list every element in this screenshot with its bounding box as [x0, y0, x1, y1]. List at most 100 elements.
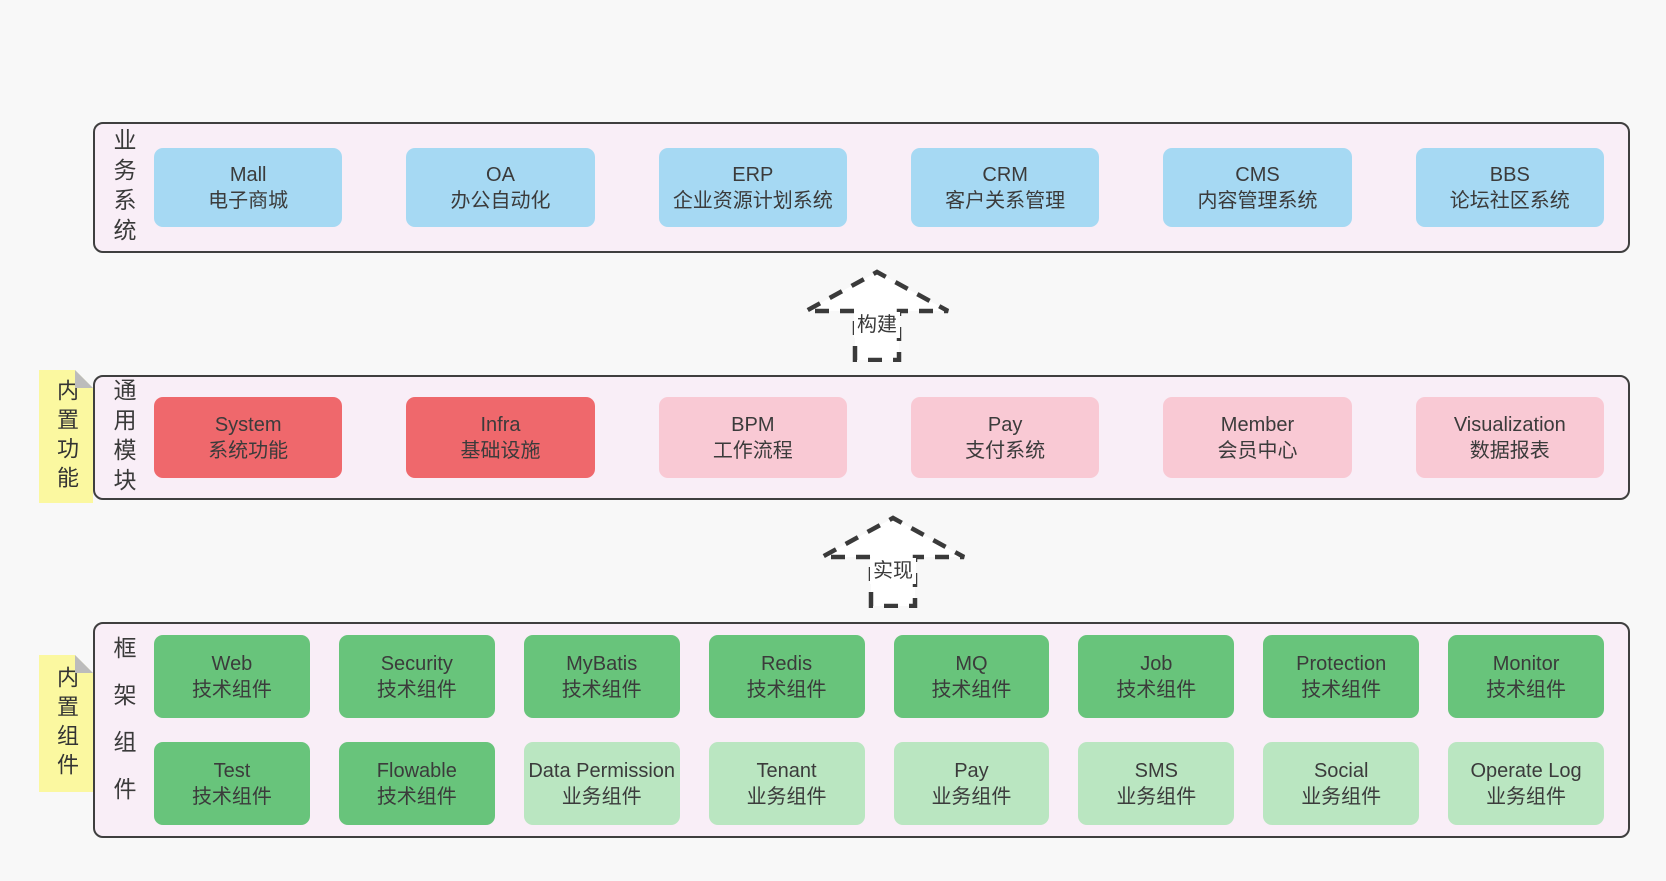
- box-title: Mall: [229, 163, 267, 186]
- box-subtitle: 技术组件: [1116, 678, 1197, 701]
- box-subtitle: 电子商城: [208, 189, 289, 212]
- box-member: Member 会员中心: [1163, 397, 1352, 478]
- band-modules-label: 通用模块: [110, 377, 136, 498]
- sticky-note-builtin-components: 内置组件: [39, 655, 93, 792]
- box-subtitle: 技术组件: [561, 678, 642, 701]
- band-common-modules: 通用模块 System 系统功能 Infra 基础设施 BPM 工作流程 Pay…: [93, 375, 1630, 500]
- arrow-implement-label: 实现: [870, 558, 916, 584]
- band-business-label: 业务系统: [110, 127, 136, 248]
- box-subtitle: 客户关系管理: [945, 189, 1066, 212]
- box-cms: CMS 内容管理系统: [1163, 148, 1352, 227]
- box-pay-module: Pay 支付系统: [910, 397, 1100, 478]
- box-bpm: BPM 工作流程: [658, 397, 847, 478]
- modules-box-row: System 系统功能 Infra 基础设施 BPM 工作流程 Pay 支付系统…: [154, 397, 1604, 478]
- box-oa: OA 办公自动化: [406, 148, 595, 227]
- box-subtitle: 数据报表: [1469, 439, 1550, 462]
- box-title: BBS: [1489, 163, 1530, 186]
- box-title: System: [214, 413, 282, 436]
- box-subtitle: 业务组件: [931, 785, 1012, 808]
- box-title: Protection: [1296, 652, 1387, 675]
- box-infra: Infra 基础设施: [406, 397, 595, 478]
- arrow-implement: 实现: [818, 512, 968, 608]
- box-title: Pay: [954, 759, 989, 782]
- box-subtitle: 论坛社区系统: [1449, 189, 1570, 212]
- box-pay-component: Pay 业务组件: [893, 742, 1050, 825]
- sticky-note-builtin-functions: 内置功能: [39, 370, 93, 503]
- box-title: Data Permission: [528, 759, 676, 782]
- box-title: OA: [486, 163, 515, 186]
- box-mall: Mall 电子商城: [154, 148, 343, 227]
- box-subtitle: 企业资源计划系统: [672, 189, 833, 212]
- box-redis: Redis 技术组件: [708, 635, 865, 718]
- sticky-label: 内置功能: [54, 378, 79, 495]
- box-subtitle: 支付系统: [965, 439, 1046, 462]
- box-monitor: Monitor 技术组件: [1448, 635, 1604, 718]
- box-subtitle: 业务组件: [746, 785, 827, 808]
- box-subtitle: 内容管理系统: [1197, 189, 1318, 212]
- box-crm: CRM 客户关系管理: [910, 148, 1100, 227]
- box-sms: SMS 业务组件: [1078, 742, 1235, 825]
- arrow-build-label: 构建: [854, 312, 900, 338]
- box-title: Member: [1220, 413, 1295, 436]
- box-title: Job: [1140, 652, 1173, 675]
- box-security: Security 技术组件: [338, 635, 495, 718]
- box-title: Web: [211, 652, 253, 675]
- box-subtitle: 技术组件: [191, 678, 272, 701]
- box-test: Test 技术组件: [154, 742, 310, 825]
- box-subtitle: 工作流程: [712, 439, 793, 462]
- box-title: ERP: [732, 163, 774, 186]
- box-title: Visualization: [1453, 413, 1566, 436]
- box-subtitle: 技术组件: [1486, 678, 1567, 701]
- box-mybatis: MyBatis 技术组件: [523, 635, 680, 718]
- box-subtitle: 业务组件: [1301, 785, 1382, 808]
- box-operate-log: Operate Log 业务组件: [1448, 742, 1604, 825]
- components-box-row-1: Web 技术组件 Security 技术组件 MyBatis 技术组件 Redi…: [154, 635, 1604, 718]
- box-subtitle: 技术组件: [1301, 678, 1382, 701]
- box-subtitle: 业务组件: [1486, 785, 1567, 808]
- box-title: BPM: [731, 413, 775, 436]
- band-business-systems: 业务系统 Mall 电子商城 OA 办公自动化 ERP 企业资源计划系统 CRM…: [93, 122, 1630, 253]
- business-boxes-area: Mall 电子商城 OA 办公自动化 ERP 企业资源计划系统 CRM 客户关系…: [140, 124, 1628, 251]
- box-erp: ERP 企业资源计划系统: [658, 148, 847, 227]
- box-subtitle: 系统功能: [208, 439, 289, 462]
- band-framework-components: 框架组件 Web 技术组件 Security 技术组件 MyBatis 技术组件…: [93, 622, 1630, 838]
- box-title: MQ: [955, 652, 988, 675]
- box-title: Test: [213, 759, 251, 782]
- arrow-build: 构建: [802, 266, 952, 362]
- box-subtitle: 技术组件: [376, 785, 457, 808]
- box-visualization: Visualization 数据报表: [1415, 397, 1604, 478]
- box-title: Pay: [987, 413, 1023, 436]
- sticky-label: 内置组件: [54, 665, 79, 782]
- box-subtitle: 基础设施: [460, 439, 541, 462]
- box-subtitle: 业务组件: [1116, 785, 1197, 808]
- box-title: Monitor: [1492, 652, 1560, 675]
- box-title: MyBatis: [566, 652, 638, 675]
- box-tenant: Tenant 业务组件: [708, 742, 865, 825]
- box-subtitle: 办公自动化: [450, 189, 551, 212]
- box-title: CRM: [982, 163, 1028, 186]
- box-title: Tenant: [756, 759, 817, 782]
- components-box-row-2: Test 技术组件 Flowable 技术组件 Data Permission …: [154, 742, 1604, 825]
- box-title: Flowable: [376, 759, 457, 782]
- box-flowable: Flowable 技术组件: [338, 742, 495, 825]
- box-subtitle: 技术组件: [931, 678, 1012, 701]
- box-title: Infra: [480, 413, 521, 436]
- box-subtitle: 技术组件: [191, 785, 272, 808]
- box-subtitle: 业务组件: [561, 785, 642, 808]
- box-subtitle: 会员中心: [1217, 439, 1298, 462]
- box-subtitle: 技术组件: [376, 678, 457, 701]
- box-title: Redis: [760, 652, 813, 675]
- components-boxes-area: Web 技术组件 Security 技术组件 MyBatis 技术组件 Redi…: [140, 624, 1628, 836]
- box-title: Operate Log: [1470, 759, 1582, 782]
- business-box-row: Mall 电子商城 OA 办公自动化 ERP 企业资源计划系统 CRM 客户关系…: [154, 148, 1604, 227]
- box-job: Job 技术组件: [1078, 635, 1235, 718]
- box-social: Social 业务组件: [1263, 742, 1420, 825]
- box-title: Security: [380, 652, 453, 675]
- box-protection: Protection 技术组件: [1263, 635, 1420, 718]
- box-mq: MQ 技术组件: [893, 635, 1050, 718]
- modules-boxes-area: System 系统功能 Infra 基础设施 BPM 工作流程 Pay 支付系统…: [140, 377, 1628, 498]
- box-title: SMS: [1134, 759, 1178, 782]
- box-system: System 系统功能: [154, 397, 343, 478]
- box-subtitle: 技术组件: [746, 678, 827, 701]
